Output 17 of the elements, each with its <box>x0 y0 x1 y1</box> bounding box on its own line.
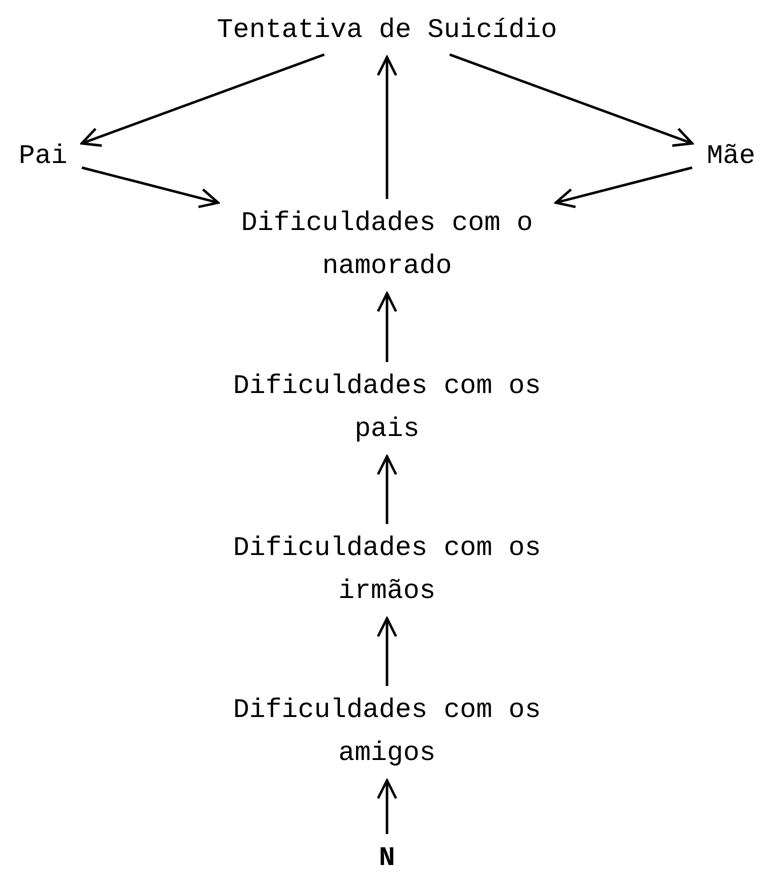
arrow <box>449 53 694 147</box>
arrow <box>376 617 398 686</box>
node-label: Dificuldades com os amigos <box>232 695 542 772</box>
arrow <box>82 166 220 208</box>
node-label: Dificuldades com os pais <box>232 371 542 448</box>
node-label: Dificuldades com o namorado <box>240 208 534 284</box>
node-label: Mãe <box>706 141 756 174</box>
node-label: Pai <box>18 141 68 174</box>
arrow <box>376 56 398 199</box>
node-label: Tentativa de Suicídio <box>216 15 558 48</box>
arrow <box>376 779 398 834</box>
node-label: N <box>378 843 396 876</box>
arrow <box>554 166 692 208</box>
arrow <box>376 455 398 524</box>
node-label: Dificuldades com os irmãos <box>232 533 542 610</box>
arrow <box>80 53 325 147</box>
arrow <box>376 292 398 362</box>
